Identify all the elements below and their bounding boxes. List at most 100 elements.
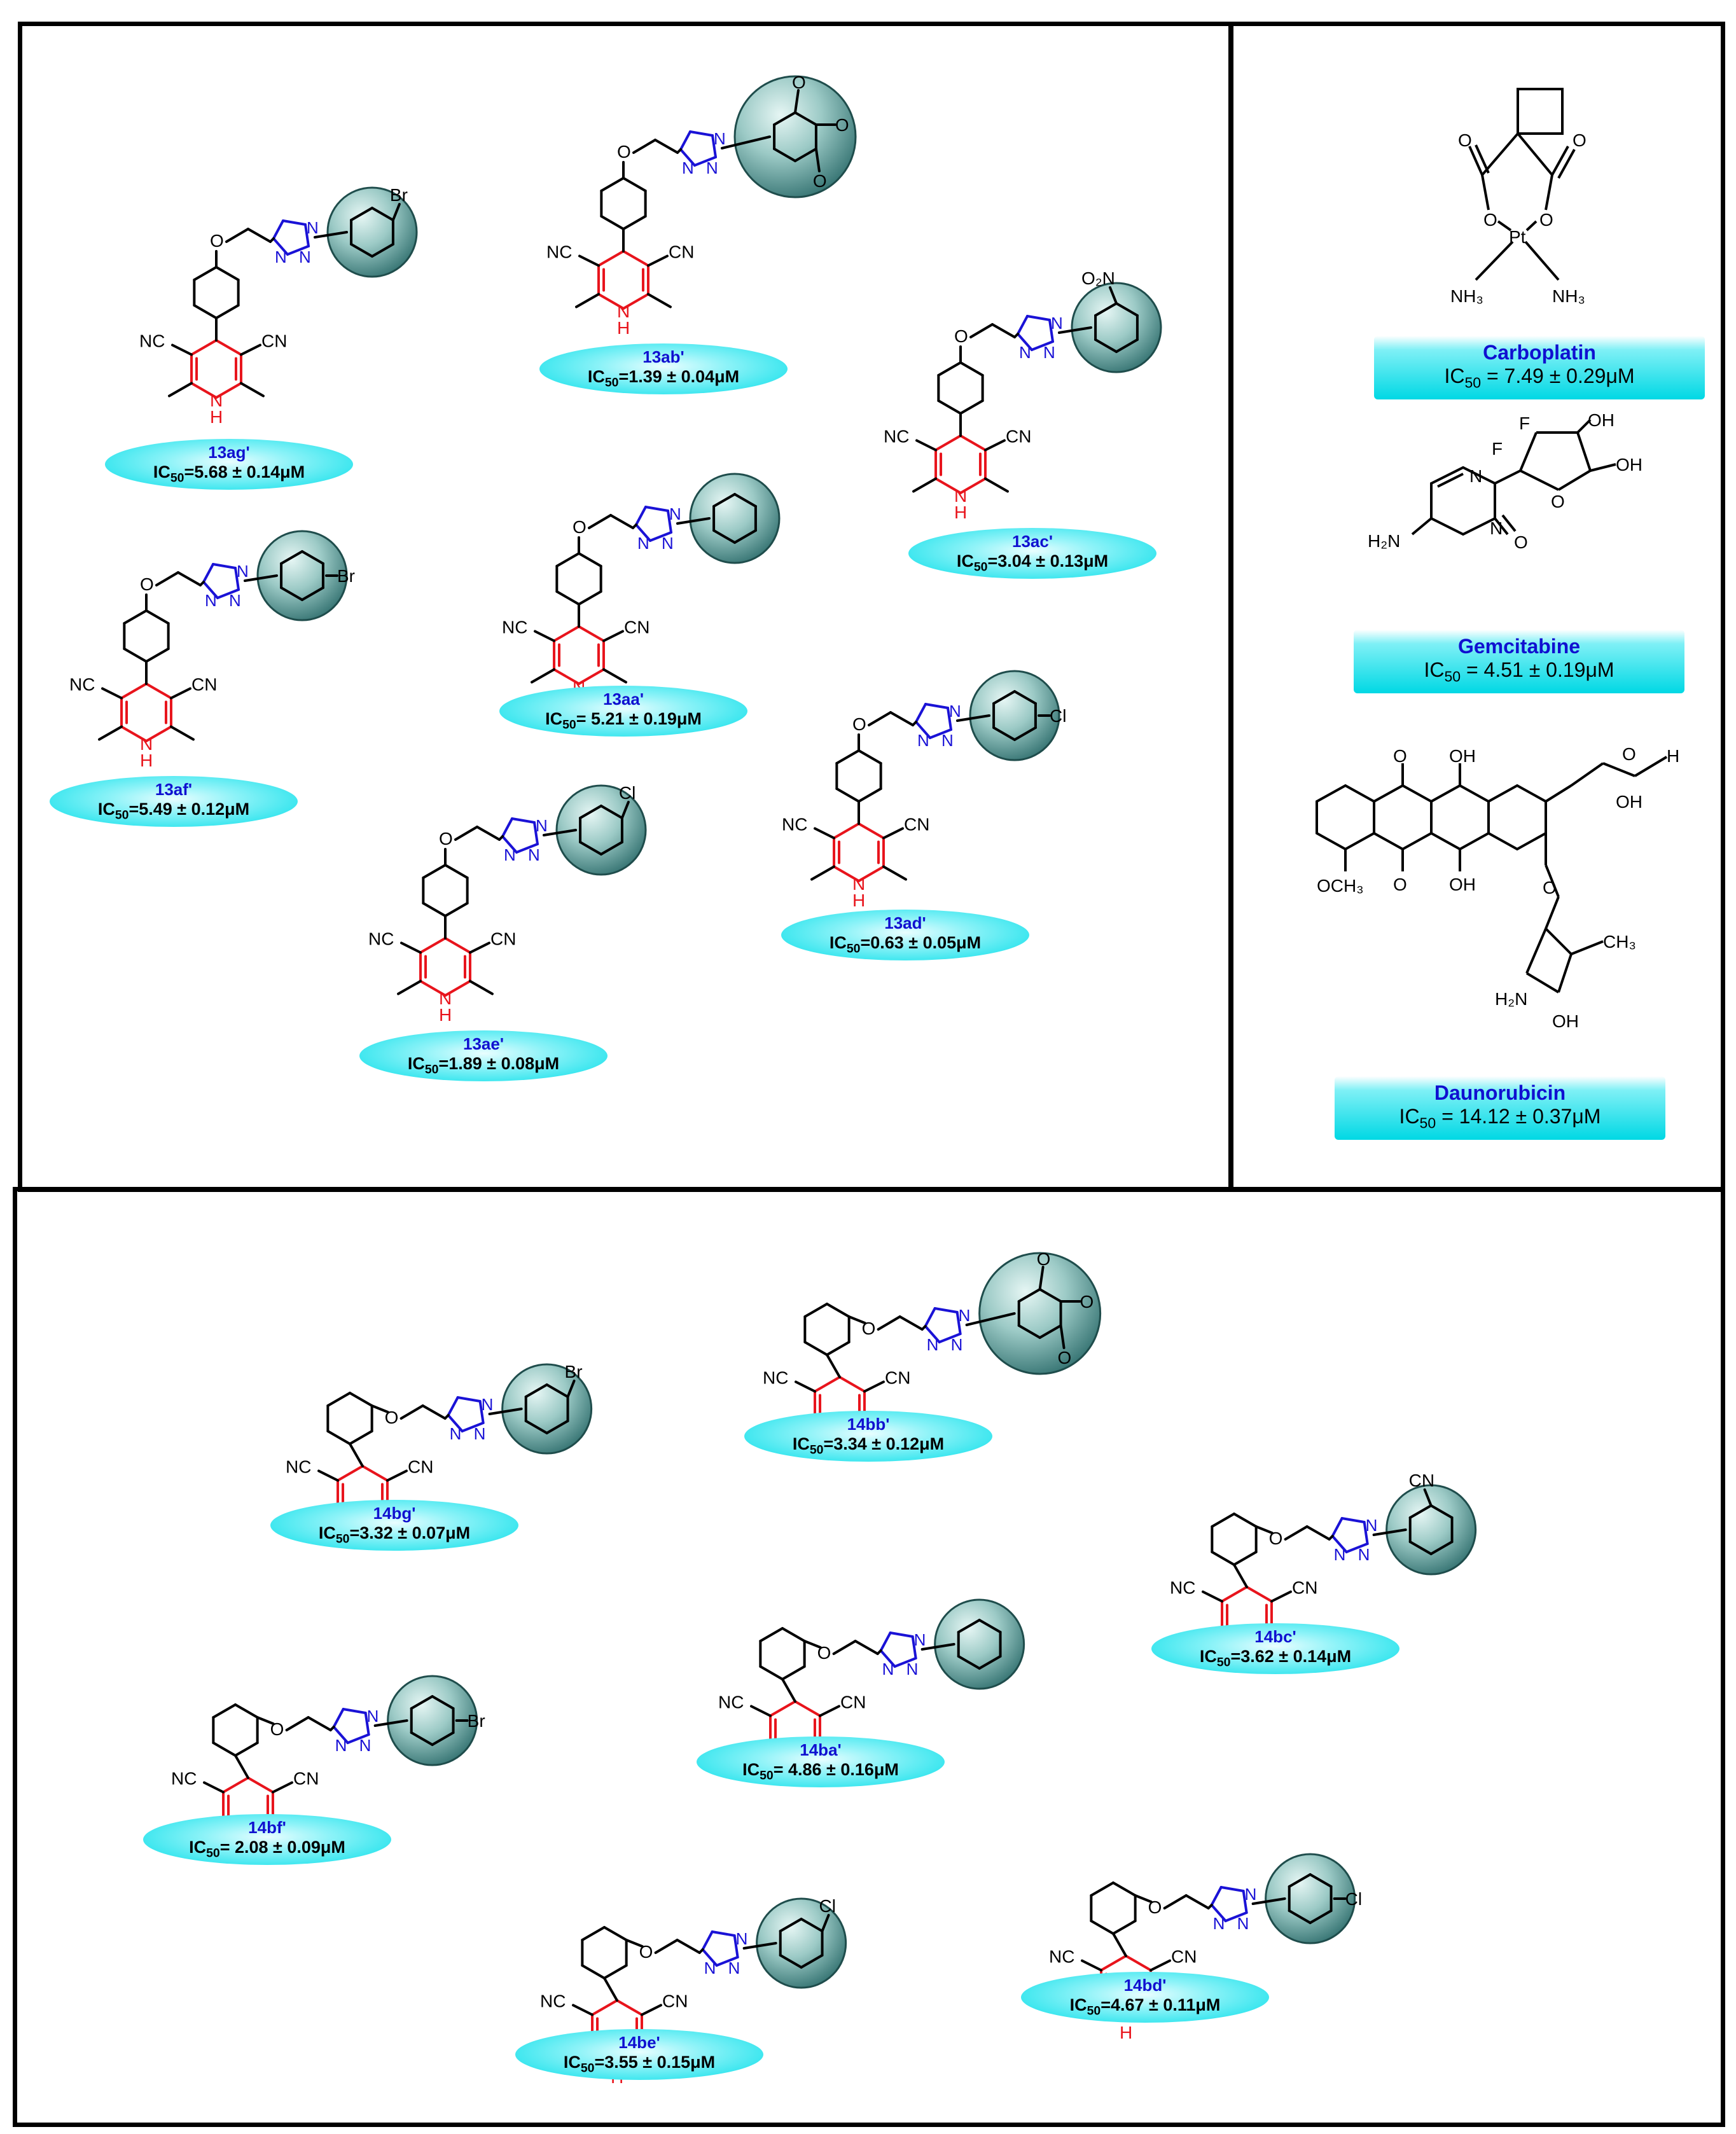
ether-oxygen: O <box>817 1643 831 1663</box>
label-daunorubicin: Daunorubicin IC50 = 14.12 ± 0.37μM <box>1335 1076 1665 1140</box>
compound-ic50: IC50=3.55 ± 0.15μM <box>563 2053 716 2075</box>
compound-name: 13ab' <box>642 347 684 366</box>
compound-label-13aep: 13ae'IC50=1.89 ± 0.08μM <box>359 1030 608 1081</box>
reference-ic50: IC50 = 4.51 ± 0.19μM <box>1424 658 1614 685</box>
compound-label-13adp: 13ad'IC50=0.63 ± 0.05μM <box>781 910 1029 960</box>
aryl-sphere <box>1071 282 1162 373</box>
compound-label-14bgp: 14bg'IC50=3.32 ± 0.07μM <box>270 1500 518 1551</box>
ether-oxygen: O <box>270 1719 284 1739</box>
cyano-label: NC <box>139 331 165 351</box>
cyano-label: NC <box>718 1693 744 1712</box>
cyano-label: NC <box>546 242 572 262</box>
triazole-n3: N <box>275 247 287 267</box>
triazole-n1: N <box>1051 314 1063 333</box>
ether-oxygen: O <box>862 1319 876 1338</box>
triazole-n1: N <box>914 1630 926 1649</box>
compound-label-13afp: 13af'IC50=5.49 ± 0.12μM <box>50 776 298 827</box>
dau-o-quinone-top: O <box>1393 746 1407 766</box>
ring-hydrogen: H <box>1120 2023 1132 2042</box>
ring-hydrogen: H <box>852 890 865 910</box>
compound-name: 13ac' <box>1011 532 1053 551</box>
triazole-n1: N <box>307 218 319 237</box>
methoxy-o: O <box>813 171 827 191</box>
methoxy-o: O <box>1058 1348 1072 1368</box>
compound-ic50: IC50= 5.21 ± 0.19μM <box>545 709 702 732</box>
triazole-n1: N <box>949 702 961 721</box>
halogen-label: Br <box>337 566 355 586</box>
ring-nitrogen: N <box>852 874 865 894</box>
compound-ic50: IC50=3.62 ± 0.14μM <box>1199 1647 1352 1670</box>
aryl-sphere <box>1265 1853 1356 1944</box>
triazole-n1: N <box>1245 1885 1257 1904</box>
gem-oh: OH <box>1616 455 1642 475</box>
cyano-label: NC <box>763 1368 788 1388</box>
compound-ic50: IC50=3.04 ± 0.13μM <box>956 551 1109 574</box>
triazole-n3: N <box>882 1659 894 1679</box>
aryl-sphere <box>689 473 781 564</box>
nh3-right: NH₃ <box>1552 286 1585 306</box>
compound-label-14bep: 14be'IC50=3.55 ± 0.15μM <box>515 2029 763 2080</box>
triazole-n2: N <box>299 247 311 267</box>
cyano-label: NC <box>1170 1578 1195 1598</box>
triazole-n2: N <box>1043 343 1055 362</box>
platinum-atom: Pt <box>1509 227 1526 247</box>
cyano-label: NC <box>502 618 527 637</box>
dau-och3: OCH₃ <box>1317 876 1364 896</box>
cyano-label: CN <box>1006 427 1031 447</box>
gem-f1: F <box>1519 413 1530 433</box>
triazole-n1: N <box>669 504 681 523</box>
triazole-n2: N <box>474 1424 486 1443</box>
triazole-n1: N <box>714 129 726 148</box>
triazole-n1: N <box>1366 1516 1378 1535</box>
dau-oh-sugar: OH <box>1552 1011 1579 1031</box>
ester-o-right: O <box>1539 210 1553 230</box>
nitro-label: O₂N <box>1081 268 1115 288</box>
triazole-n3: N <box>917 731 929 750</box>
compound-name: 14bd' <box>1123 1976 1167 1995</box>
dau-oh-top: OH <box>1449 746 1476 766</box>
halogen-label: Cl <box>1050 706 1066 726</box>
triazole-n2: N <box>359 1736 372 1755</box>
gem-h2n: H₂N <box>1368 531 1400 551</box>
ring-hydrogen: H <box>617 318 630 338</box>
halogen-label: Cl <box>1345 1889 1362 1909</box>
carbonyl-o-right: O <box>1573 130 1587 150</box>
compound-name: 14bg' <box>373 1504 416 1523</box>
ring-nitrogen: N <box>210 391 223 410</box>
ester-o-left: O <box>1483 210 1497 230</box>
compound-ic50: IC50=5.68 ± 0.14μM <box>153 462 305 485</box>
triazole-n3: N <box>335 1736 347 1755</box>
compound-label-14bcp: 14bc'IC50=3.62 ± 0.14μM <box>1151 1623 1399 1674</box>
carboplatin-structure: O O O O Pt NH₃ NH₃ <box>1425 64 1654 331</box>
gem-f2: F <box>1492 439 1503 459</box>
gem-oh-ring: OH <box>1588 410 1614 430</box>
triazole-n2: N <box>951 1335 963 1354</box>
ring-nitrogen: N <box>439 988 452 1008</box>
ring-hydrogen: H <box>210 407 223 427</box>
compound-ic50: IC50= 4.86 ± 0.16μM <box>742 1760 899 1783</box>
aryl-sphere <box>756 1897 847 1989</box>
cyano-label: CN <box>408 1457 433 1477</box>
cyano-label: CN <box>293 1769 319 1789</box>
aryl-sphere <box>1385 1484 1477 1576</box>
triazole-n3: N <box>637 534 649 553</box>
cyano-label: CN <box>669 242 694 262</box>
ether-oxygen: O <box>385 1408 399 1427</box>
cyano-label: CN <box>840 1693 866 1712</box>
ring-nitrogen: N <box>954 486 967 506</box>
aryl-sphere <box>978 1252 1102 1375</box>
dau-oh-bottom: OH <box>1449 875 1476 894</box>
halogen-label: Br <box>468 1711 485 1731</box>
cyano-label: NC <box>782 815 807 835</box>
triazole-n2: N <box>528 845 540 864</box>
triazole-n2: N <box>706 158 718 177</box>
